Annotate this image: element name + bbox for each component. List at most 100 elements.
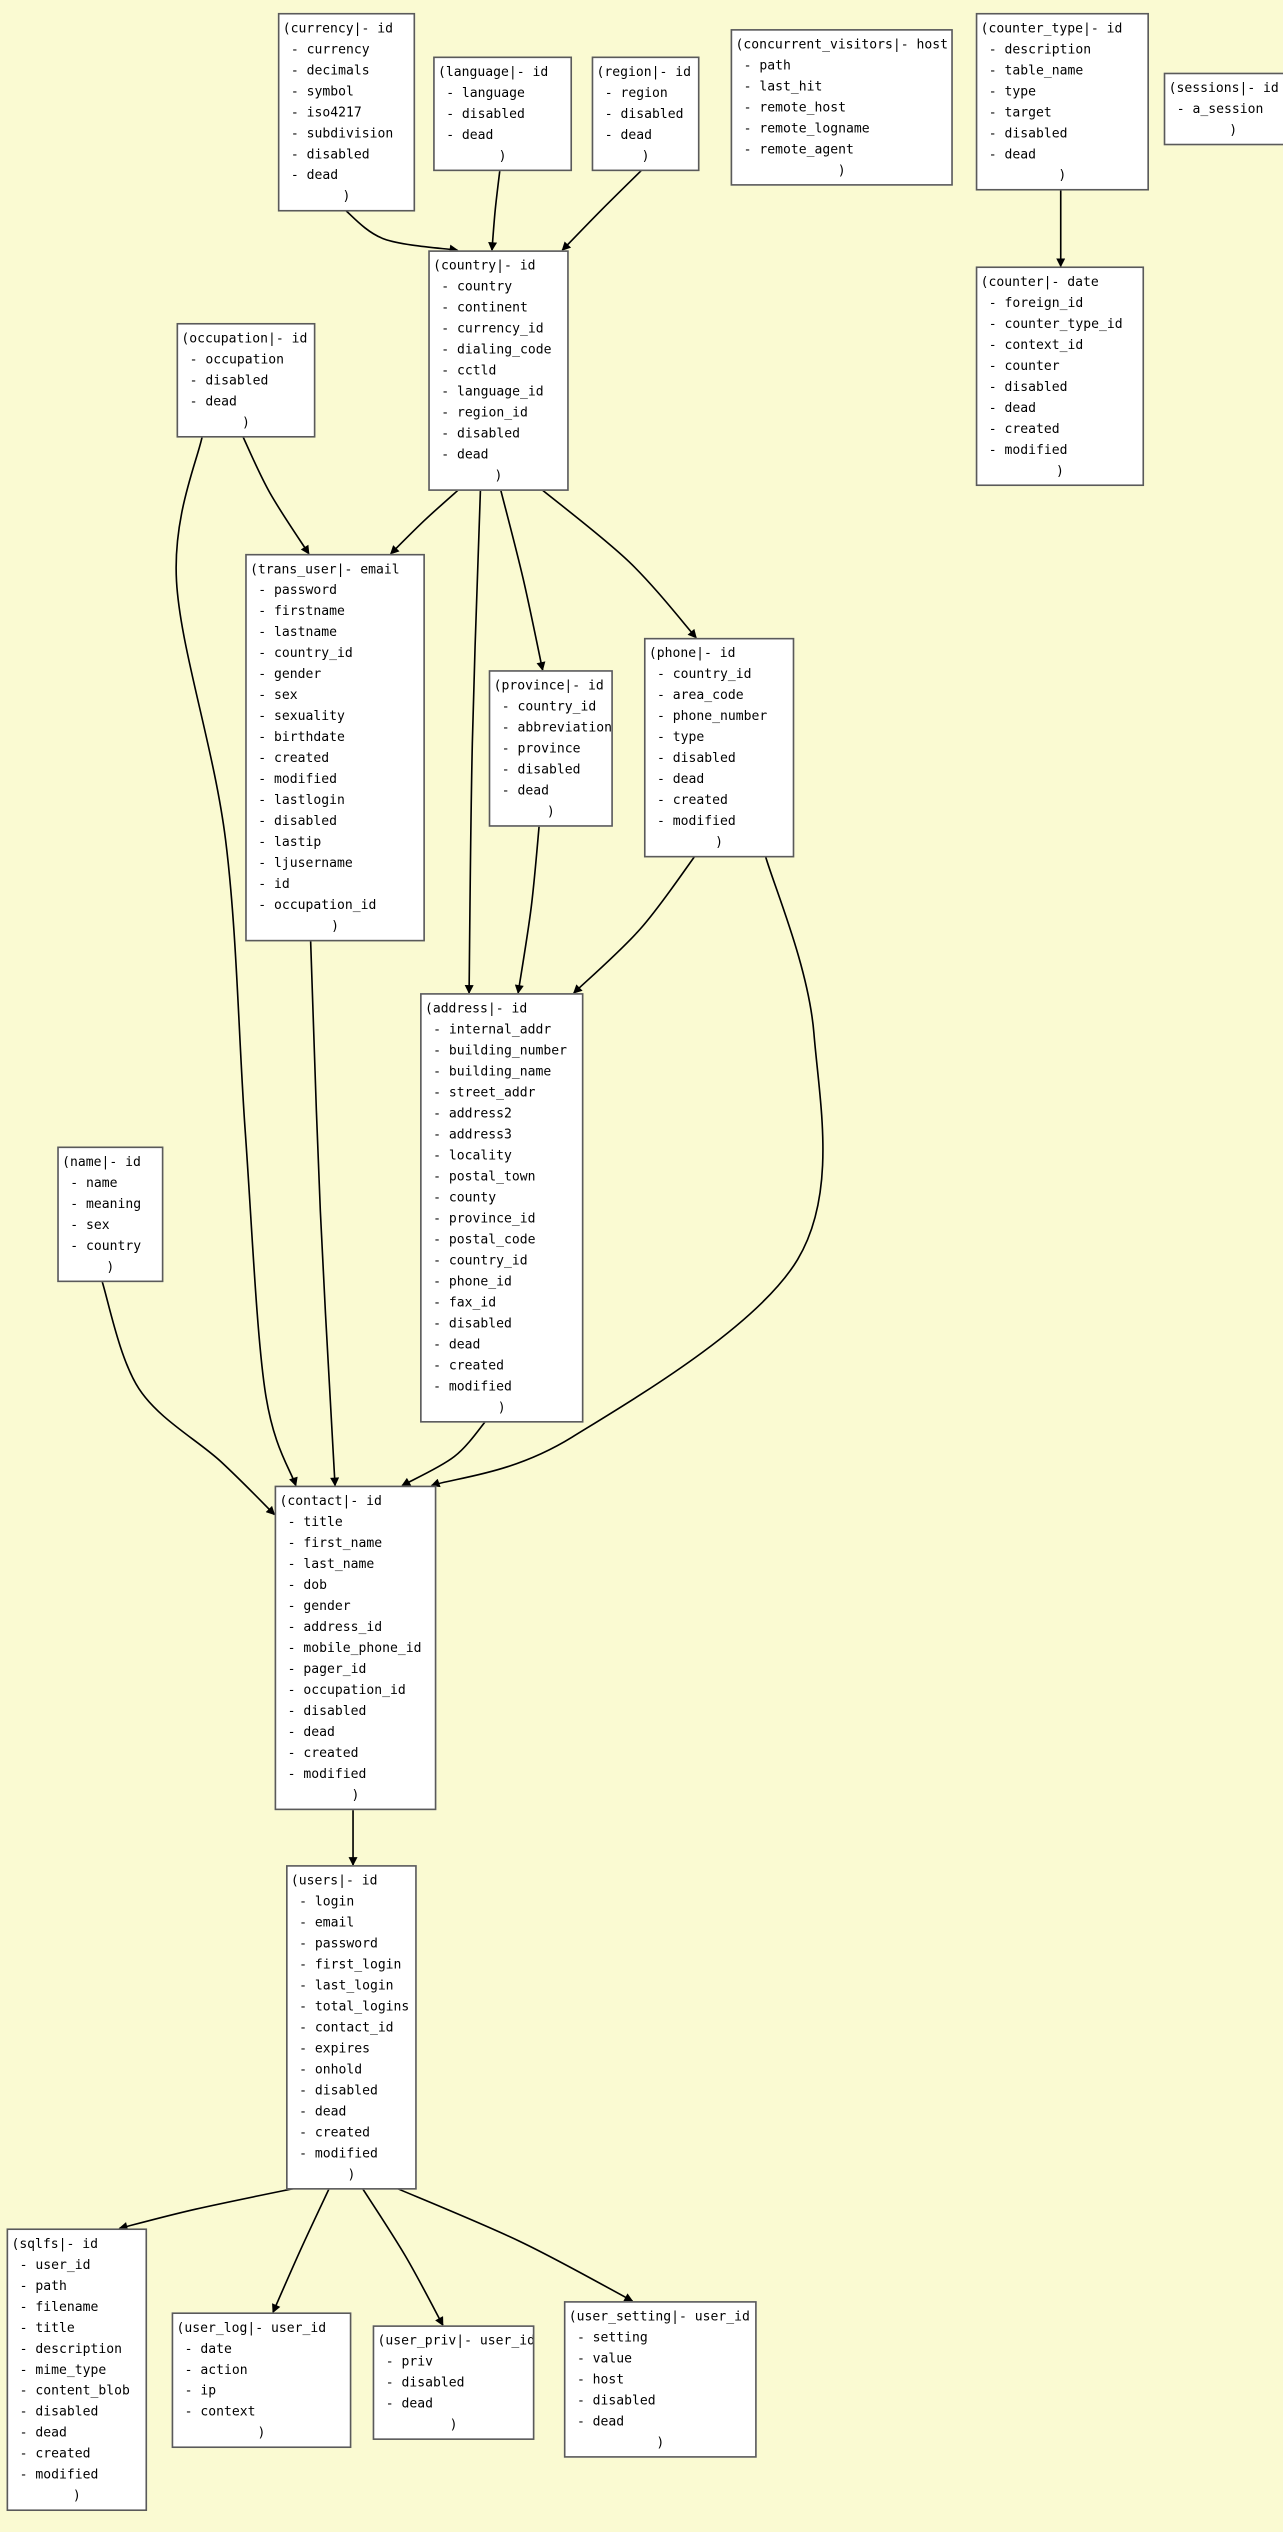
entity-field: - created (657, 792, 728, 808)
entity-field: - created (258, 750, 330, 766)
entity-field: - modified (433, 1379, 512, 1394)
entity-field: - password (258, 582, 337, 598)
entity-title: (trans_user|- email (250, 561, 400, 577)
entity-field: - created (19, 2446, 91, 2461)
entity-field: - title (19, 2320, 75, 2336)
entity-field: - created (988, 421, 1060, 436)
entity-field: - sexuality (258, 708, 345, 724)
entity-field: - locality (433, 1148, 512, 1163)
entity-title: (user_priv|- user_id (377, 2333, 533, 2348)
entity-language: (language|- id- language- disabled- dead… (433, 56, 573, 172)
entity-field: - created (433, 1358, 504, 1373)
entity-field: - dead (988, 146, 1037, 162)
entity-field: - id (258, 876, 290, 892)
entity-field: - address2 (433, 1106, 512, 1121)
entity-field: - description (19, 2341, 122, 2356)
entity-field: - ljusername (258, 855, 353, 871)
entity-field: - a_session (1176, 101, 1264, 117)
relationship-country-province (499, 487, 546, 672)
entity-field: - password (299, 1936, 378, 1951)
entity-close-brace: ) (494, 468, 503, 483)
entity-field: - address_id (287, 1619, 383, 1635)
entity-concurrent_visitors: (concurrent_visitors|- host- path- last_… (730, 29, 953, 186)
entity-field: - dead (290, 167, 339, 183)
entity-field: - disabled (604, 106, 684, 122)
relationship-name-contact (100, 1278, 276, 1516)
entity-field: - lastname (258, 624, 337, 640)
entity-field: - content_blob (19, 2383, 130, 2398)
entity-field: - description (988, 41, 1092, 57)
relationship-language-country (488, 167, 501, 252)
entity-close-brace: ) (546, 804, 555, 819)
entity-field: - iso4217 (290, 104, 362, 120)
entity-field: - dead (189, 394, 237, 409)
entity-field: - total_logins (299, 1999, 410, 2014)
entity-field: - value (576, 2351, 633, 2366)
entity-title: (contact|- id (279, 1493, 382, 1509)
entity-field: - subdivision (290, 125, 394, 141)
entity-field: - occupation_id (287, 1682, 406, 1698)
entity-field: - created (287, 1745, 359, 1761)
entity-field: - created (299, 2125, 370, 2140)
entity-field: - disabled (501, 762, 581, 777)
entity-field: - dead (287, 1724, 335, 1740)
entity-field: - disabled (299, 2083, 378, 2098)
entity-field: - lastip (258, 834, 322, 850)
entity-field: - disabled (258, 813, 337, 829)
entity-field: - county (433, 1190, 497, 1205)
relationship-currency-country (342, 207, 459, 254)
entity-close-brace: ) (342, 188, 351, 204)
entity-field: - pager_id (287, 1661, 367, 1677)
entity-field: - language (446, 85, 525, 101)
entity-title: (counter_type|- id (980, 20, 1123, 36)
entity-close-brace: ) (1229, 122, 1238, 138)
entity-field: - province (501, 741, 581, 756)
entity-field: - abbreviation (501, 720, 612, 735)
entity-field: - onhold (299, 2062, 363, 2077)
entity-field: - postal_code (433, 1232, 536, 1247)
entity-occupation: (occupation|- id- occupation- disabled- … (176, 322, 316, 438)
relationship-country-phone (538, 487, 697, 639)
entity-field: - currency (290, 41, 370, 57)
entity-field: - modified (19, 2467, 99, 2482)
relationship-region-country (561, 167, 645, 251)
entity-counter_type: (counter_type|- id- description- table_n… (975, 12, 1149, 191)
entity-field: - mobile_phone_id (287, 1640, 422, 1656)
entity-field: - building_name (433, 1064, 552, 1079)
entity-user_priv: (user_priv|- user_id- priv- disabled- de… (372, 2325, 535, 2440)
relationship-phone-address (573, 853, 697, 994)
entity-field: - language_id (441, 384, 544, 399)
entity-field: - disabled (433, 1316, 512, 1331)
relationship-country-trans_user (389, 487, 462, 555)
entity-field: - gender (287, 1598, 351, 1614)
entity-field: - type (988, 83, 1037, 99)
entity-field: - disabled (385, 2375, 465, 2390)
entity-field: - disabled (19, 2404, 99, 2419)
entity-phone: (phone|- id- country_id- area_code- phon… (643, 637, 795, 858)
entity-title: (region|- id (596, 64, 692, 80)
entity-field: - dead (576, 2414, 625, 2429)
entity-field: - region_id (441, 405, 528, 420)
relationship-occupation-trans_user (241, 434, 310, 555)
entity-field: - remote_host (743, 100, 847, 115)
entity-field: - modified (299, 2146, 378, 2161)
entity-field: - region (604, 85, 668, 101)
entity-field: - host (576, 2372, 625, 2387)
entity-title: (province|- id (493, 678, 604, 693)
entity-close-brace: ) (837, 163, 846, 178)
entity-field: - remote_agent (743, 142, 854, 157)
entity-title: (counter|- date (980, 274, 1099, 290)
entity-title: (country|- id (433, 258, 536, 273)
entity-title: (sqlfs|- id (11, 2236, 99, 2252)
relationship-country-address (464, 487, 482, 994)
entity-field: - counter (988, 358, 1060, 374)
entity-field: - priv (385, 2354, 433, 2369)
entity-field: - meaning (70, 1196, 142, 1212)
entity-field: - address3 (433, 1127, 512, 1142)
entity-field: - symbol (290, 83, 354, 99)
entity-user_setting: (user_setting|- user_id- setting- value-… (563, 2301, 757, 2458)
entity-close-brace: ) (351, 1787, 360, 1803)
entity-field: - sex (258, 687, 298, 703)
